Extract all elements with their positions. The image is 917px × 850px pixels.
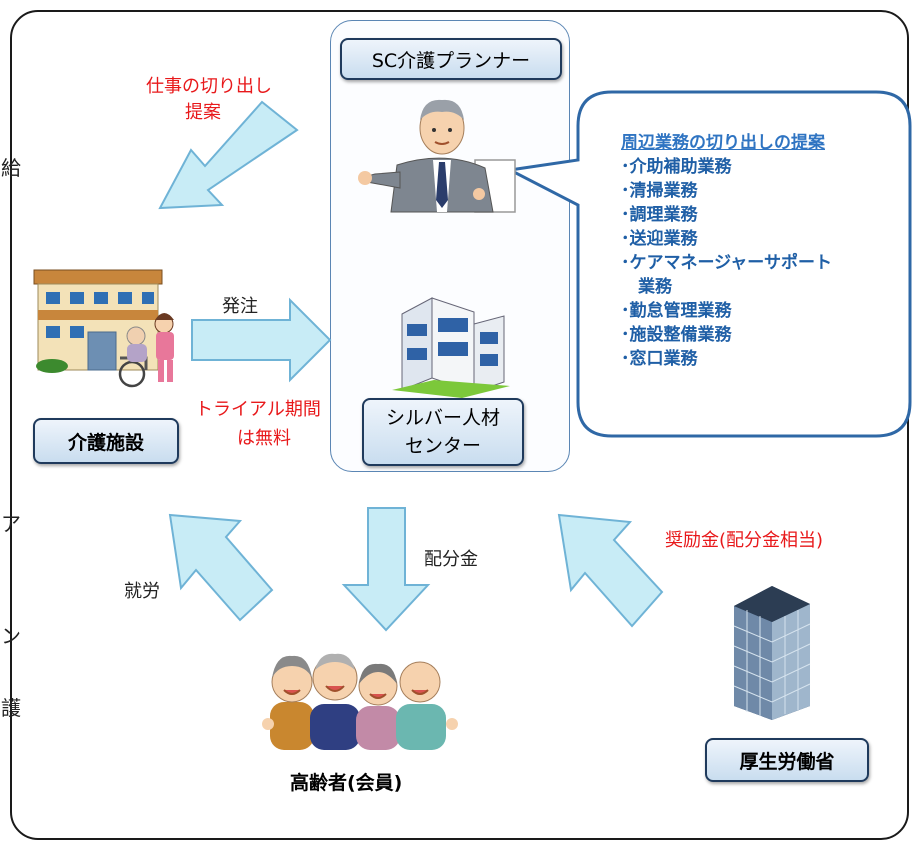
suggest-label-line2: 提案 xyxy=(185,102,221,123)
callout-item: ･勤怠管理業務 xyxy=(621,301,732,321)
center-label-line2: センター xyxy=(404,435,481,457)
edge-char-3: ン xyxy=(1,624,21,648)
planner-label: SC介護プランナー xyxy=(371,49,531,72)
suggest-label-line1: 仕事の切り出し xyxy=(146,76,272,97)
edge-char-1: 給 xyxy=(1,156,21,180)
incentive-arrow xyxy=(557,513,664,628)
callout-item: ･ケアマネージャーサポート xyxy=(621,253,832,273)
facility-label-box: 介護施設 xyxy=(33,418,179,464)
planner-illustration xyxy=(358,99,516,213)
callout-heading: 周辺業務の切り出しの提案 xyxy=(621,133,825,153)
work-arrow xyxy=(168,513,274,622)
center-building-illustration xyxy=(392,297,510,398)
callout-item: ･施設整備業務 xyxy=(621,325,732,345)
center-label-line1: シルバー人材 xyxy=(385,407,500,429)
callout-content: 周辺業務の切り出しの提案 ･介助補助業務 ･清掃業務 ･調理業務 ･送迎業務 ･… xyxy=(621,131,901,371)
callout-item: ･送迎業務 xyxy=(621,229,698,249)
callout-item: ･窓口業務 xyxy=(621,349,698,369)
facility-illustration xyxy=(33,269,174,388)
facility-label: 介護施設 xyxy=(67,431,144,454)
order-arrow xyxy=(191,297,332,383)
ministry-label: 厚生労働省 xyxy=(739,750,835,773)
callout-item: ･介助補助業務 xyxy=(621,157,732,177)
suggest-arrow xyxy=(158,100,299,210)
trial-label-line1: トライアル期間 xyxy=(195,399,321,420)
seniors-label: 高齢者(会員) xyxy=(290,772,403,794)
callout-item: 業務 xyxy=(621,277,672,297)
incentive-label: 奨励金(配分金相当) xyxy=(665,530,824,551)
callout-item: ･清掃業務 xyxy=(621,181,698,201)
distribution-label: 配分金 xyxy=(424,549,478,570)
seniors-illustration xyxy=(262,653,458,750)
center-label-box: シルバー人材 センター xyxy=(362,398,524,466)
edge-char-4: 護 xyxy=(1,696,21,720)
callout-bubble xyxy=(505,90,912,438)
planner-label-box: SC介護プランナー xyxy=(340,38,562,80)
ministry-building-illustration xyxy=(733,586,811,720)
distribution-arrow xyxy=(341,507,431,632)
ministry-label-box: 厚生労働省 xyxy=(705,738,869,782)
work-label: 就労 xyxy=(124,581,160,602)
trial-label-line2: は無料 xyxy=(237,428,291,449)
callout-item: ･調理業務 xyxy=(621,205,698,225)
diagram-frame xyxy=(10,10,909,840)
order-label: 発注 xyxy=(222,296,258,317)
center-panel xyxy=(330,20,570,472)
edge-char-2: ア xyxy=(1,512,21,536)
